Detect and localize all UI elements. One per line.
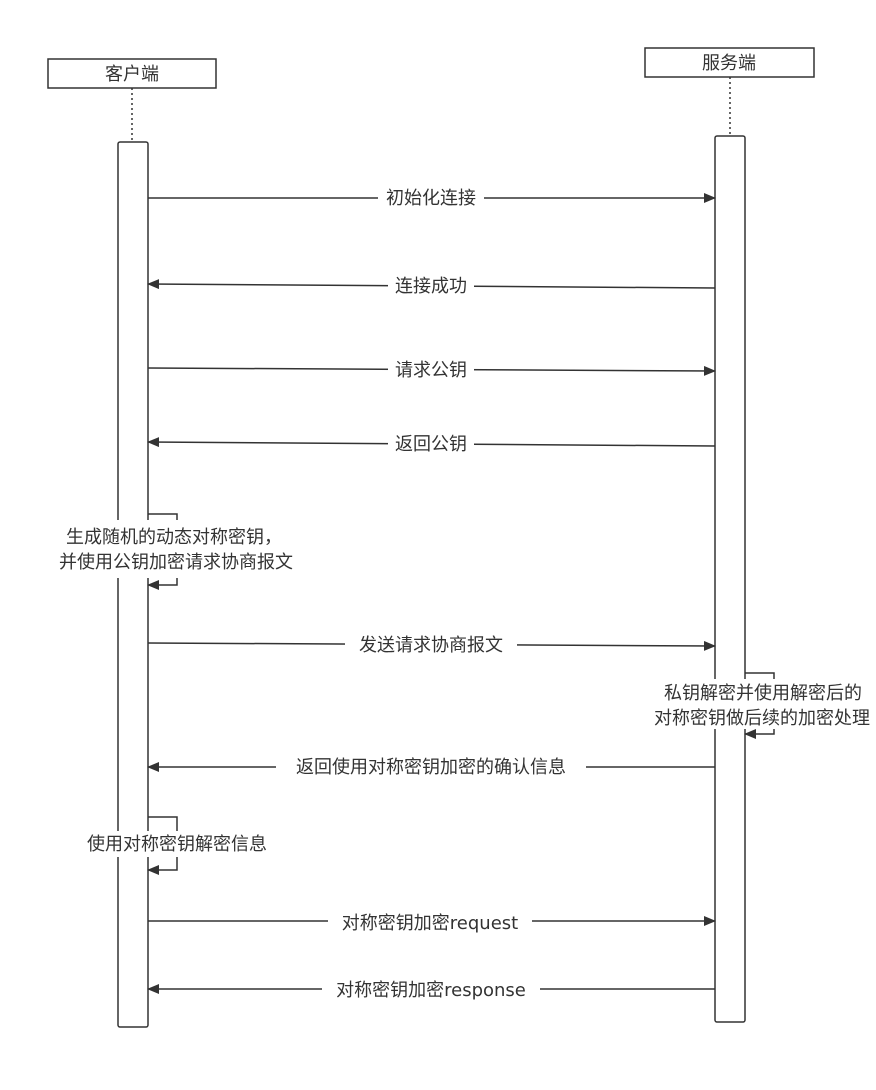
self-message-label-line: 对称密钥做后续的加密处理	[654, 708, 870, 729]
message-label: 返回公钥	[395, 434, 467, 455]
message-label: 对称密钥加密response	[336, 980, 526, 1001]
participant-server: 服务端	[644, 47, 815, 78]
self-message-arrow: 私钥解密并使用解密后的 对称密钥做后续的加密处理	[648, 672, 876, 739]
activation-bar-server	[714, 135, 746, 1023]
self-message-label-line: 并使用公钥加密请求协商报文	[59, 552, 293, 573]
message-arrow: 请求公钥	[147, 358, 716, 382]
participant-box-client	[47, 58, 217, 89]
self-message-label-line: 生成随机的动态对称密钥，	[66, 527, 282, 548]
message-arrow: 对称密钥加密request	[148, 909, 716, 934]
message-arrow: 返回使用对称密钥加密的确认信息	[147, 755, 715, 779]
participant-client: 客户端	[47, 58, 217, 89]
message-label: 连接成功	[395, 276, 467, 297]
participant-label-client: 客户端	[105, 64, 159, 85]
message-arrow: 连接成功	[147, 274, 716, 298]
message-arrow: 发送请求协商报文	[147, 633, 716, 657]
message-arrow: 对称密钥加密response	[147, 977, 715, 1001]
self-message-arrow: 使用对称密钥解密信息	[74, 816, 280, 875]
message-label: 返回使用对称密钥加密的确认信息	[296, 757, 566, 778]
message-label: 请求公钥	[395, 360, 467, 381]
activation-bar-client	[117, 141, 149, 1028]
self-message-arrow: 生成随机的动态对称密钥， 并使用公钥加密请求协商报文	[40, 513, 312, 590]
participant-box-server	[644, 47, 815, 78]
message-arrow: 返回公钥	[147, 432, 716, 456]
message-label: 初始化连接	[386, 188, 476, 209]
message-label: 对称密钥加密request	[342, 913, 518, 934]
message-label: 发送请求协商报文	[359, 635, 503, 656]
participant-label-server: 服务端	[702, 53, 756, 74]
message-arrow: 初始化连接	[148, 186, 716, 210]
self-message-label-line: 使用对称密钥解密信息	[87, 834, 267, 855]
self-message-label-line: 私钥解密并使用解密后的	[664, 683, 862, 704]
